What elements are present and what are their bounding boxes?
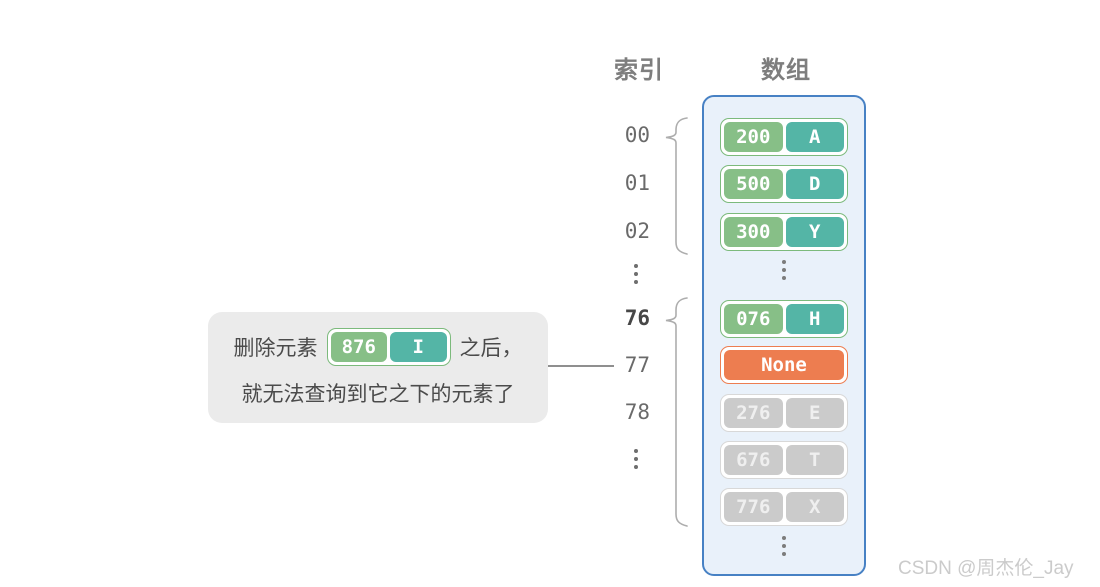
- cell-key: 076: [724, 304, 783, 334]
- cell-value: D: [785, 169, 844, 199]
- inline-key-value-cell: 876 I: [326, 327, 451, 366]
- cell-value: X: [785, 492, 844, 522]
- cell-key: 200: [724, 122, 783, 152]
- cell-key: 876: [330, 331, 387, 362]
- array-cell-row78: 276 E: [720, 394, 848, 432]
- array-vertical-ellipsis-icon: [782, 536, 786, 556]
- cell-value: I: [390, 331, 447, 362]
- deletion-note-callout: 删除元素 876 I 之后， 就无法查询到它之下的元素了: [208, 312, 548, 423]
- index-label-76: 76: [624, 306, 650, 330]
- array-cell-row00: 200 A: [720, 118, 848, 156]
- index-label-02: 02: [624, 219, 650, 243]
- array-vertical-ellipsis-icon: [782, 260, 786, 280]
- index-label-78: 78: [624, 400, 650, 424]
- index-vertical-ellipsis-icon: [634, 449, 638, 469]
- index-vertical-ellipsis-icon: [634, 264, 638, 284]
- callout-line1: 删除元素 876 I 之后，: [233, 327, 523, 366]
- callout-text-after: 之后，: [459, 336, 523, 360]
- array-cell-row76: 076 H: [720, 300, 848, 338]
- array-cell-row77-deleted: None: [720, 346, 848, 384]
- array-cell-row79: 676 T: [720, 441, 848, 479]
- callout-connector-line: [547, 365, 614, 367]
- brace-top-group-icon: [665, 117, 688, 255]
- cell-value: A: [785, 122, 844, 152]
- cell-key: 276: [724, 398, 783, 428]
- cell-value: Y: [785, 217, 844, 247]
- csdn-watermark: CSDN @周杰伦_Jay: [898, 558, 1074, 579]
- array-column-header: 数组: [761, 57, 811, 84]
- array-cell-row02: 300 Y: [720, 213, 848, 251]
- index-label-01: 01: [624, 171, 650, 195]
- brace-bottom-group-icon: [665, 297, 688, 527]
- cell-key: 776: [724, 492, 783, 522]
- index-label-00: 00: [624, 123, 650, 147]
- index-label-77: 77: [624, 353, 650, 377]
- callout-line2: 就无法查询到它之下的元素了: [241, 382, 515, 406]
- array-container: 200 A 500 D 300 Y 076 H None 276 E 676 T…: [702, 95, 866, 576]
- cell-value: H: [785, 304, 844, 334]
- cell-key: 500: [724, 169, 783, 199]
- array-cell-row01: 500 D: [720, 165, 848, 203]
- cell-value: T: [785, 445, 844, 475]
- cell-none-marker: None: [724, 350, 844, 380]
- cell-key: 300: [724, 217, 783, 247]
- array-cell-row80: 776 X: [720, 488, 848, 526]
- cell-key: 676: [724, 445, 783, 475]
- callout-text-before: 删除元素: [233, 336, 318, 360]
- cell-value: E: [785, 398, 844, 428]
- index-column-header: 索引: [614, 57, 664, 84]
